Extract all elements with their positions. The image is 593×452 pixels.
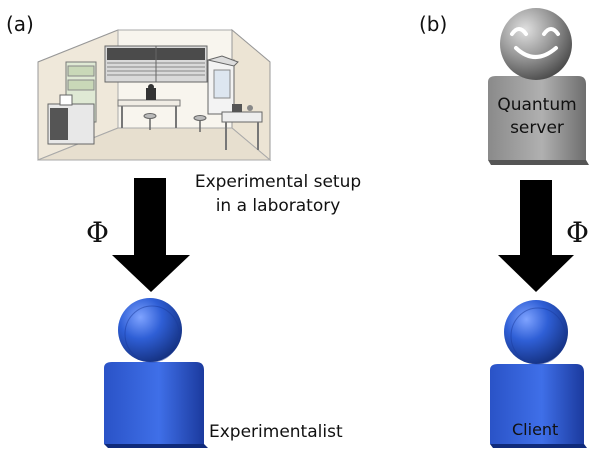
server-label-line-2: server xyxy=(510,118,564,138)
smiley-face-icon xyxy=(510,27,560,59)
arrow-b xyxy=(498,180,574,292)
client-figure xyxy=(490,300,587,448)
server-label-line-1: Quantum xyxy=(497,95,577,115)
lab-table-icon xyxy=(117,84,207,132)
experimentalist-label: Experimentalist xyxy=(209,422,343,442)
lab-equipment-icon xyxy=(207,55,263,150)
laboratory-illustration xyxy=(37,28,272,162)
state-symbol-b: Φ xyxy=(566,216,589,249)
cabinet-icon xyxy=(47,61,97,145)
quantum-server-figure xyxy=(488,8,589,165)
server-label: Quantum server xyxy=(488,94,586,140)
state-symbol-a: Φ xyxy=(86,216,109,249)
setup-caption-line-1: Experimental setup xyxy=(194,172,362,192)
panel-label-a: (a) xyxy=(6,12,34,36)
setup-caption-line-2: in a laboratory xyxy=(215,196,341,216)
window-icon xyxy=(104,45,208,83)
client-label: Client xyxy=(512,420,559,439)
arrow-a xyxy=(112,178,190,292)
panel-label-b: (b) xyxy=(419,12,448,36)
setup-caption: Experimental setup in a laboratory xyxy=(178,170,378,218)
experimentalist-figure xyxy=(104,298,208,448)
